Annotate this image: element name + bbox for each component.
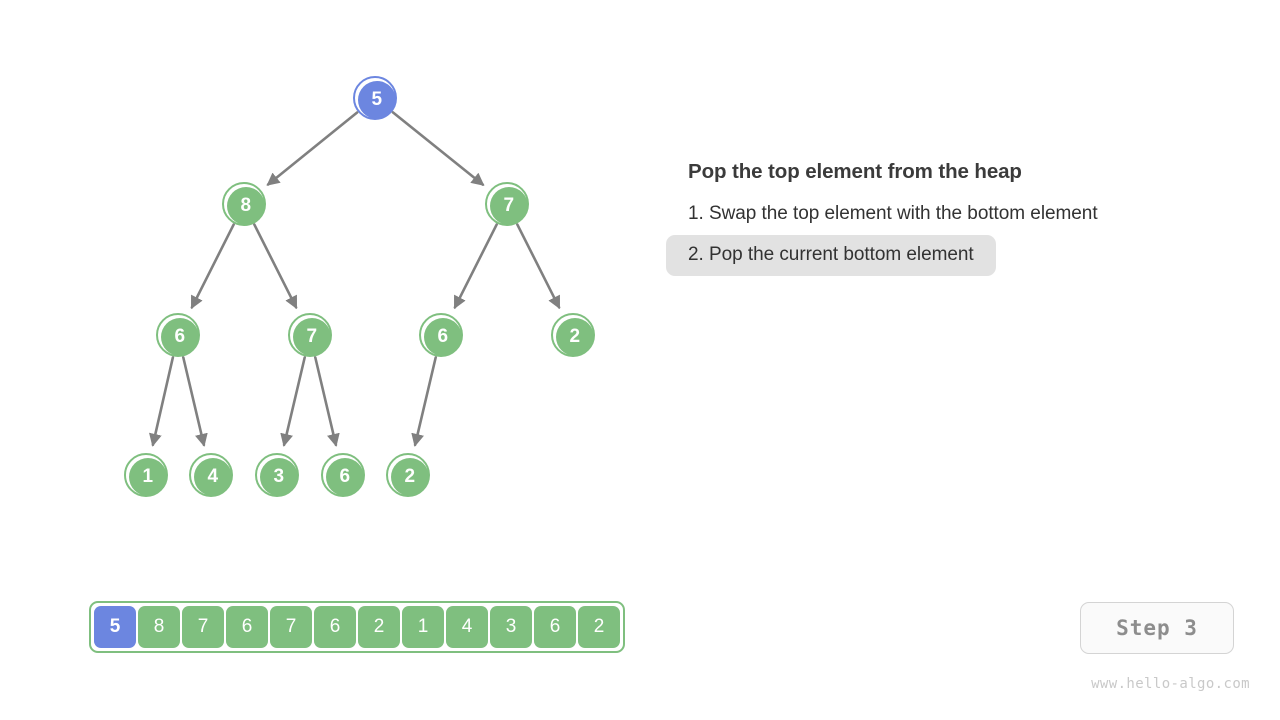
tree-edge-10 bbox=[411, 356, 438, 447]
tree-node-value: 8 bbox=[227, 187, 265, 225]
tree-edge-6 bbox=[149, 356, 175, 447]
array-cell-1: 8 bbox=[138, 606, 180, 648]
array-cell-2: 7 bbox=[182, 606, 224, 648]
array-cell-6: 2 bbox=[358, 606, 400, 648]
array-cell-0: 5 bbox=[94, 606, 136, 648]
tree-edge-0 bbox=[266, 111, 359, 186]
array-cell-4: 7 bbox=[270, 606, 312, 648]
array-cell-7: 1 bbox=[402, 606, 444, 648]
tree-node-value: 7 bbox=[490, 187, 528, 225]
tree-node-9: 3 bbox=[255, 453, 299, 497]
tree-edge-4 bbox=[453, 223, 498, 310]
step-item-2: 2. Pop the current bottom element bbox=[666, 235, 996, 276]
tree-edge-9 bbox=[313, 356, 340, 447]
tree-node-1: 8 bbox=[222, 182, 266, 226]
tree-edge-8 bbox=[280, 356, 307, 447]
tree-node-value: 6 bbox=[161, 318, 199, 356]
tree-node-11: 2 bbox=[386, 453, 430, 497]
instruction-panel: Pop the top element from the heap 1. Swa… bbox=[666, 160, 1266, 276]
tree-node-2: 7 bbox=[485, 182, 529, 226]
step-list: 1. Swap the top element with the bottom … bbox=[666, 194, 1266, 276]
tree-node-4: 7 bbox=[288, 313, 332, 357]
array-cell-10: 6 bbox=[534, 606, 576, 648]
page-title: Pop the top element from the heap bbox=[688, 160, 1022, 183]
tree-node-7: 1 bbox=[124, 453, 168, 497]
tree-edge-1 bbox=[391, 111, 485, 186]
tree-node-10: 6 bbox=[321, 453, 365, 497]
watermark: www.hello-algo.com bbox=[1091, 676, 1250, 692]
array-cell-11: 2 bbox=[578, 606, 620, 648]
array-cell-5: 6 bbox=[314, 606, 356, 648]
step-badge: Step 3 bbox=[1080, 602, 1234, 654]
array-cell-9: 3 bbox=[490, 606, 532, 648]
tree-edges bbox=[149, 111, 561, 447]
tree-node-value: 2 bbox=[391, 458, 429, 496]
tree-node-value: 2 bbox=[556, 318, 594, 356]
tree-node-value: 5 bbox=[358, 81, 396, 119]
tree-edge-7 bbox=[181, 356, 208, 447]
tree-edge-5 bbox=[516, 223, 561, 310]
tree-node-value: 3 bbox=[260, 458, 298, 496]
tree-edge-2 bbox=[190, 223, 235, 310]
tree-node-8: 4 bbox=[189, 453, 233, 497]
tree-node-0: 5 bbox=[353, 76, 397, 120]
tree-node-3: 6 bbox=[156, 313, 200, 357]
tree-node-5: 6 bbox=[419, 313, 463, 357]
tree-node-6: 2 bbox=[551, 313, 595, 357]
array-cell-3: 6 bbox=[226, 606, 268, 648]
tree-node-value: 7 bbox=[293, 318, 331, 356]
tree-node-value: 1 bbox=[129, 458, 167, 496]
tree-node-value: 6 bbox=[424, 318, 462, 356]
step-item-1: 1. Swap the top element with the bottom … bbox=[688, 203, 1098, 224]
tree-node-value: 4 bbox=[194, 458, 232, 496]
tree-node-value: 6 bbox=[326, 458, 364, 496]
tree-edge-3 bbox=[253, 223, 298, 310]
array-cell-8: 4 bbox=[446, 606, 488, 648]
